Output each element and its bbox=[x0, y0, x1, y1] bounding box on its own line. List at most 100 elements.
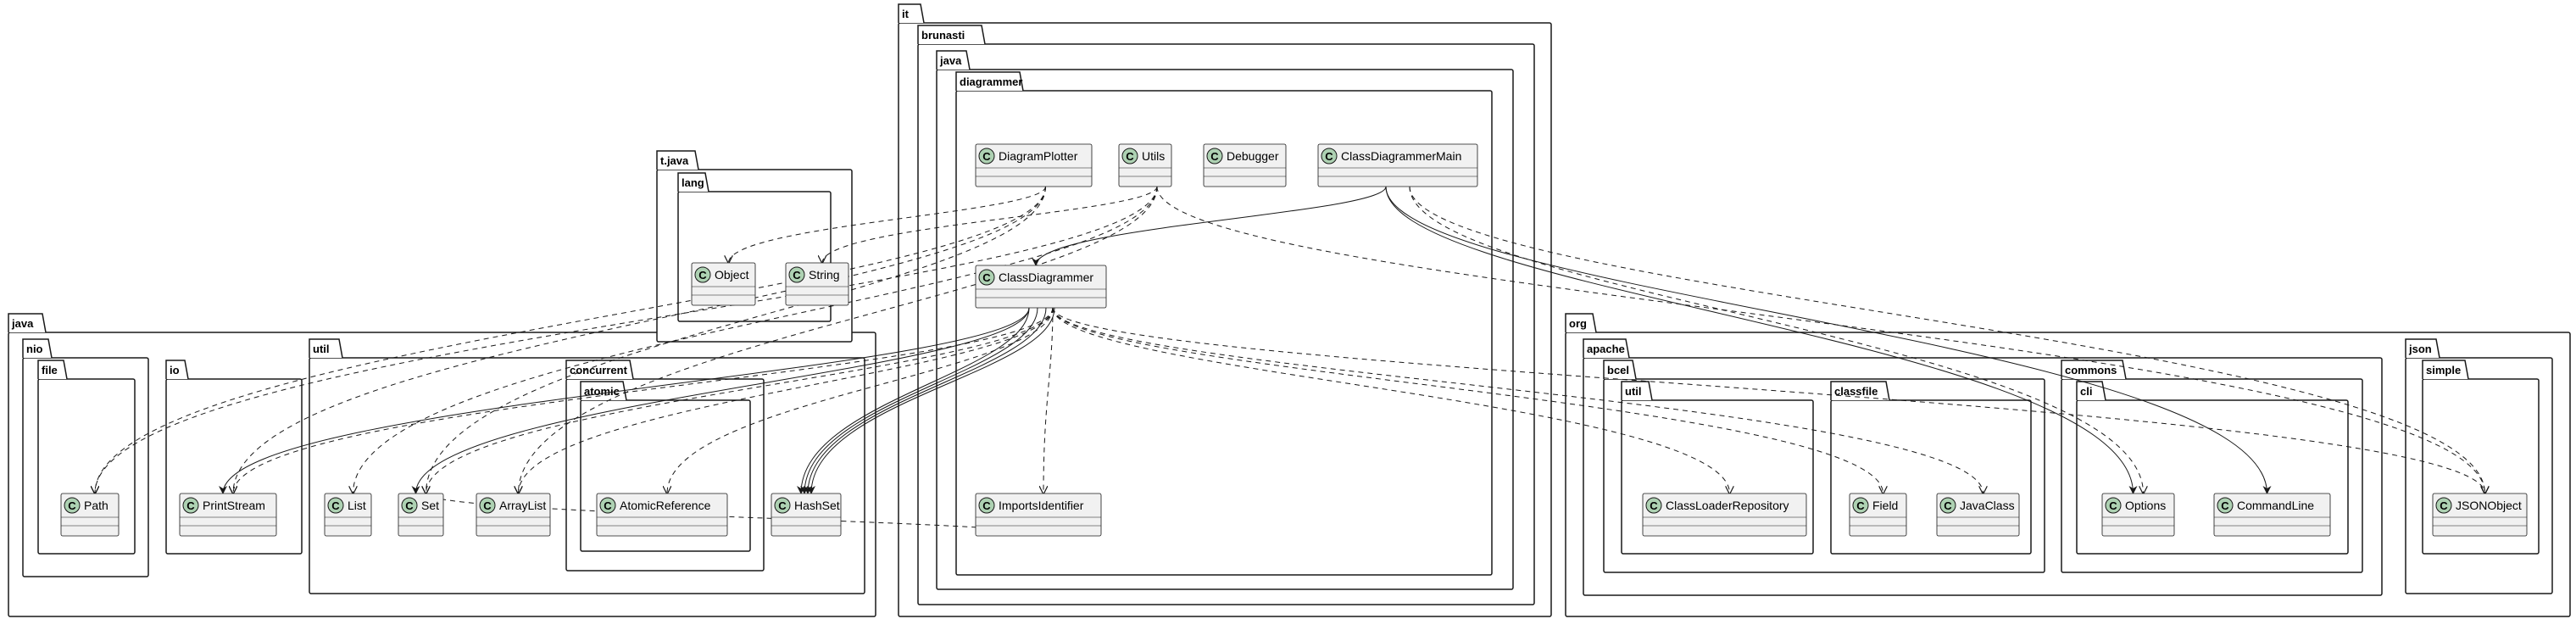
class-name: ClassDiagrammerMain bbox=[1341, 149, 1461, 163]
class-name: Path bbox=[84, 499, 108, 512]
class-stereotype-letter: C bbox=[793, 269, 801, 282]
class-string[interactable]: C String bbox=[785, 262, 849, 306]
class-field[interactable]: C Field bbox=[1849, 493, 1907, 537]
relation-classdiagrammermain-to-options bbox=[1385, 186, 2138, 494]
class-stereotype-letter: C bbox=[1126, 150, 1134, 163]
package-label: json bbox=[2408, 343, 2432, 355]
package-label: brunasti bbox=[921, 29, 965, 42]
class-name: List bbox=[348, 499, 366, 512]
class-name: AtomicReference bbox=[620, 499, 711, 512]
class-name: ClassLoaderRepository bbox=[1666, 499, 1789, 512]
class-stereotype-letter: C bbox=[1650, 499, 1658, 512]
relation-diagramplotter-to-object bbox=[729, 186, 1046, 263]
class-stereotype-icon bbox=[978, 148, 995, 165]
class-stereotype-letter: C bbox=[1944, 499, 1952, 512]
class-stereotype-letter: C bbox=[1210, 150, 1219, 163]
class-name: String bbox=[809, 268, 840, 282]
package-label: io bbox=[170, 364, 180, 376]
class-name: ArrayList bbox=[499, 499, 546, 512]
class-stereotype-letter: C bbox=[68, 499, 76, 512]
class-name: JSONObject bbox=[2456, 499, 2522, 512]
class-stereotype-letter: C bbox=[2440, 499, 2448, 512]
package-label: apache bbox=[1587, 343, 1625, 355]
class-path[interactable]: C Path bbox=[60, 493, 120, 537]
class-name: Options bbox=[2125, 499, 2166, 512]
relation-classdiagrammer-to-set bbox=[411, 307, 1030, 494]
class-stereotype-icon bbox=[2435, 497, 2452, 514]
class-stereotype-letter: C bbox=[982, 150, 991, 163]
class-stereotype-letter: C bbox=[982, 271, 991, 284]
package-label: diagrammer bbox=[960, 75, 1022, 88]
package-label: lang bbox=[682, 176, 704, 189]
class-list[interactable]: C List bbox=[324, 493, 372, 537]
relation-utils-to-list bbox=[353, 186, 1158, 494]
relation-classdiagrammermain-to-jsonobject bbox=[1409, 186, 2485, 494]
class-stereotype-icon bbox=[2217, 497, 2234, 514]
relations-layer bbox=[95, 186, 2485, 537]
class-name: Field bbox=[1872, 499, 1898, 512]
class-array-list[interactable]: C ArrayList bbox=[476, 493, 551, 537]
class-stereotype-letter: C bbox=[405, 499, 414, 512]
class-class-diagrammer[interactable]: C ClassDiagrammer bbox=[975, 265, 1107, 309]
class-stereotype-icon bbox=[182, 497, 199, 514]
class-stereotype-letter: C bbox=[331, 499, 340, 512]
relation-utils-to-string bbox=[822, 186, 1158, 263]
class-name: DiagramPlotter bbox=[999, 149, 1078, 163]
class-name: ImportsIdentifier bbox=[999, 499, 1084, 512]
package-label: file bbox=[42, 364, 58, 376]
package-label: util bbox=[313, 343, 330, 355]
class-stereotype-icon bbox=[1321, 148, 1338, 165]
relation-classdiagrammer-to-set bbox=[426, 307, 1054, 494]
class-stereotype-icon bbox=[599, 497, 616, 514]
class-utils[interactable]: C Utils bbox=[1118, 143, 1172, 187]
relation-classdiagrammermain-to-classdiagrammer bbox=[1032, 186, 1387, 266]
class-name: Utils bbox=[1142, 149, 1165, 163]
relation-classdiagrammer-to-javaclass bbox=[1052, 307, 1983, 494]
relation-utils-to-arraylist bbox=[519, 186, 1158, 494]
class-stereotype-icon bbox=[978, 497, 995, 514]
class-class-loader-repository[interactable]: C ClassLoaderRepository bbox=[1642, 493, 1807, 537]
class-stereotype-icon bbox=[2105, 497, 2122, 514]
class-diagram-plotter[interactable]: C DiagramPlotter bbox=[975, 143, 1093, 187]
class-options[interactable]: C Options bbox=[2101, 493, 2175, 537]
relation-utils-to-jsonobject bbox=[1156, 186, 2485, 494]
class-stereotype-icon bbox=[479, 497, 496, 514]
package-label: java bbox=[939, 54, 962, 67]
class-stereotype-icon bbox=[1206, 148, 1223, 165]
class-stereotype-letter: C bbox=[2109, 499, 2117, 512]
class-stereotype-icon bbox=[401, 497, 418, 514]
class-stereotype-letter: C bbox=[483, 499, 492, 512]
class-set[interactable]: C Set bbox=[398, 493, 444, 537]
class-stereotype-icon bbox=[1121, 148, 1138, 165]
relation-diagramplotter-to-path bbox=[95, 186, 1046, 494]
class-name: HashSet bbox=[794, 499, 840, 512]
package-label: concurrent bbox=[570, 364, 628, 376]
class-stereotype-letter: C bbox=[698, 269, 707, 282]
relation-classdiagrammer-to-arraylist bbox=[519, 307, 1054, 494]
class-stereotype-icon bbox=[774, 497, 791, 514]
package-label: atomic bbox=[584, 385, 620, 398]
class-jsonobject[interactable]: C JSONObject bbox=[2432, 493, 2528, 537]
class-stereotype-icon bbox=[694, 266, 711, 283]
class-stereotype-icon bbox=[1645, 497, 1662, 514]
relation-classdiagrammermain-to-options bbox=[1409, 186, 2144, 494]
class-stereotype-icon bbox=[788, 266, 805, 283]
class-stereotype-letter: C bbox=[1856, 499, 1865, 512]
class-name: ClassDiagrammer bbox=[999, 270, 1093, 284]
relation-classdiagrammer-to-atomicreference bbox=[667, 307, 1054, 494]
class-name: Set bbox=[421, 499, 439, 512]
package-label: nio bbox=[26, 343, 43, 355]
relation-diagramplotter-to-set bbox=[426, 186, 1046, 494]
package-label: t.java bbox=[660, 154, 689, 167]
class-name: PrintStream bbox=[203, 499, 265, 512]
